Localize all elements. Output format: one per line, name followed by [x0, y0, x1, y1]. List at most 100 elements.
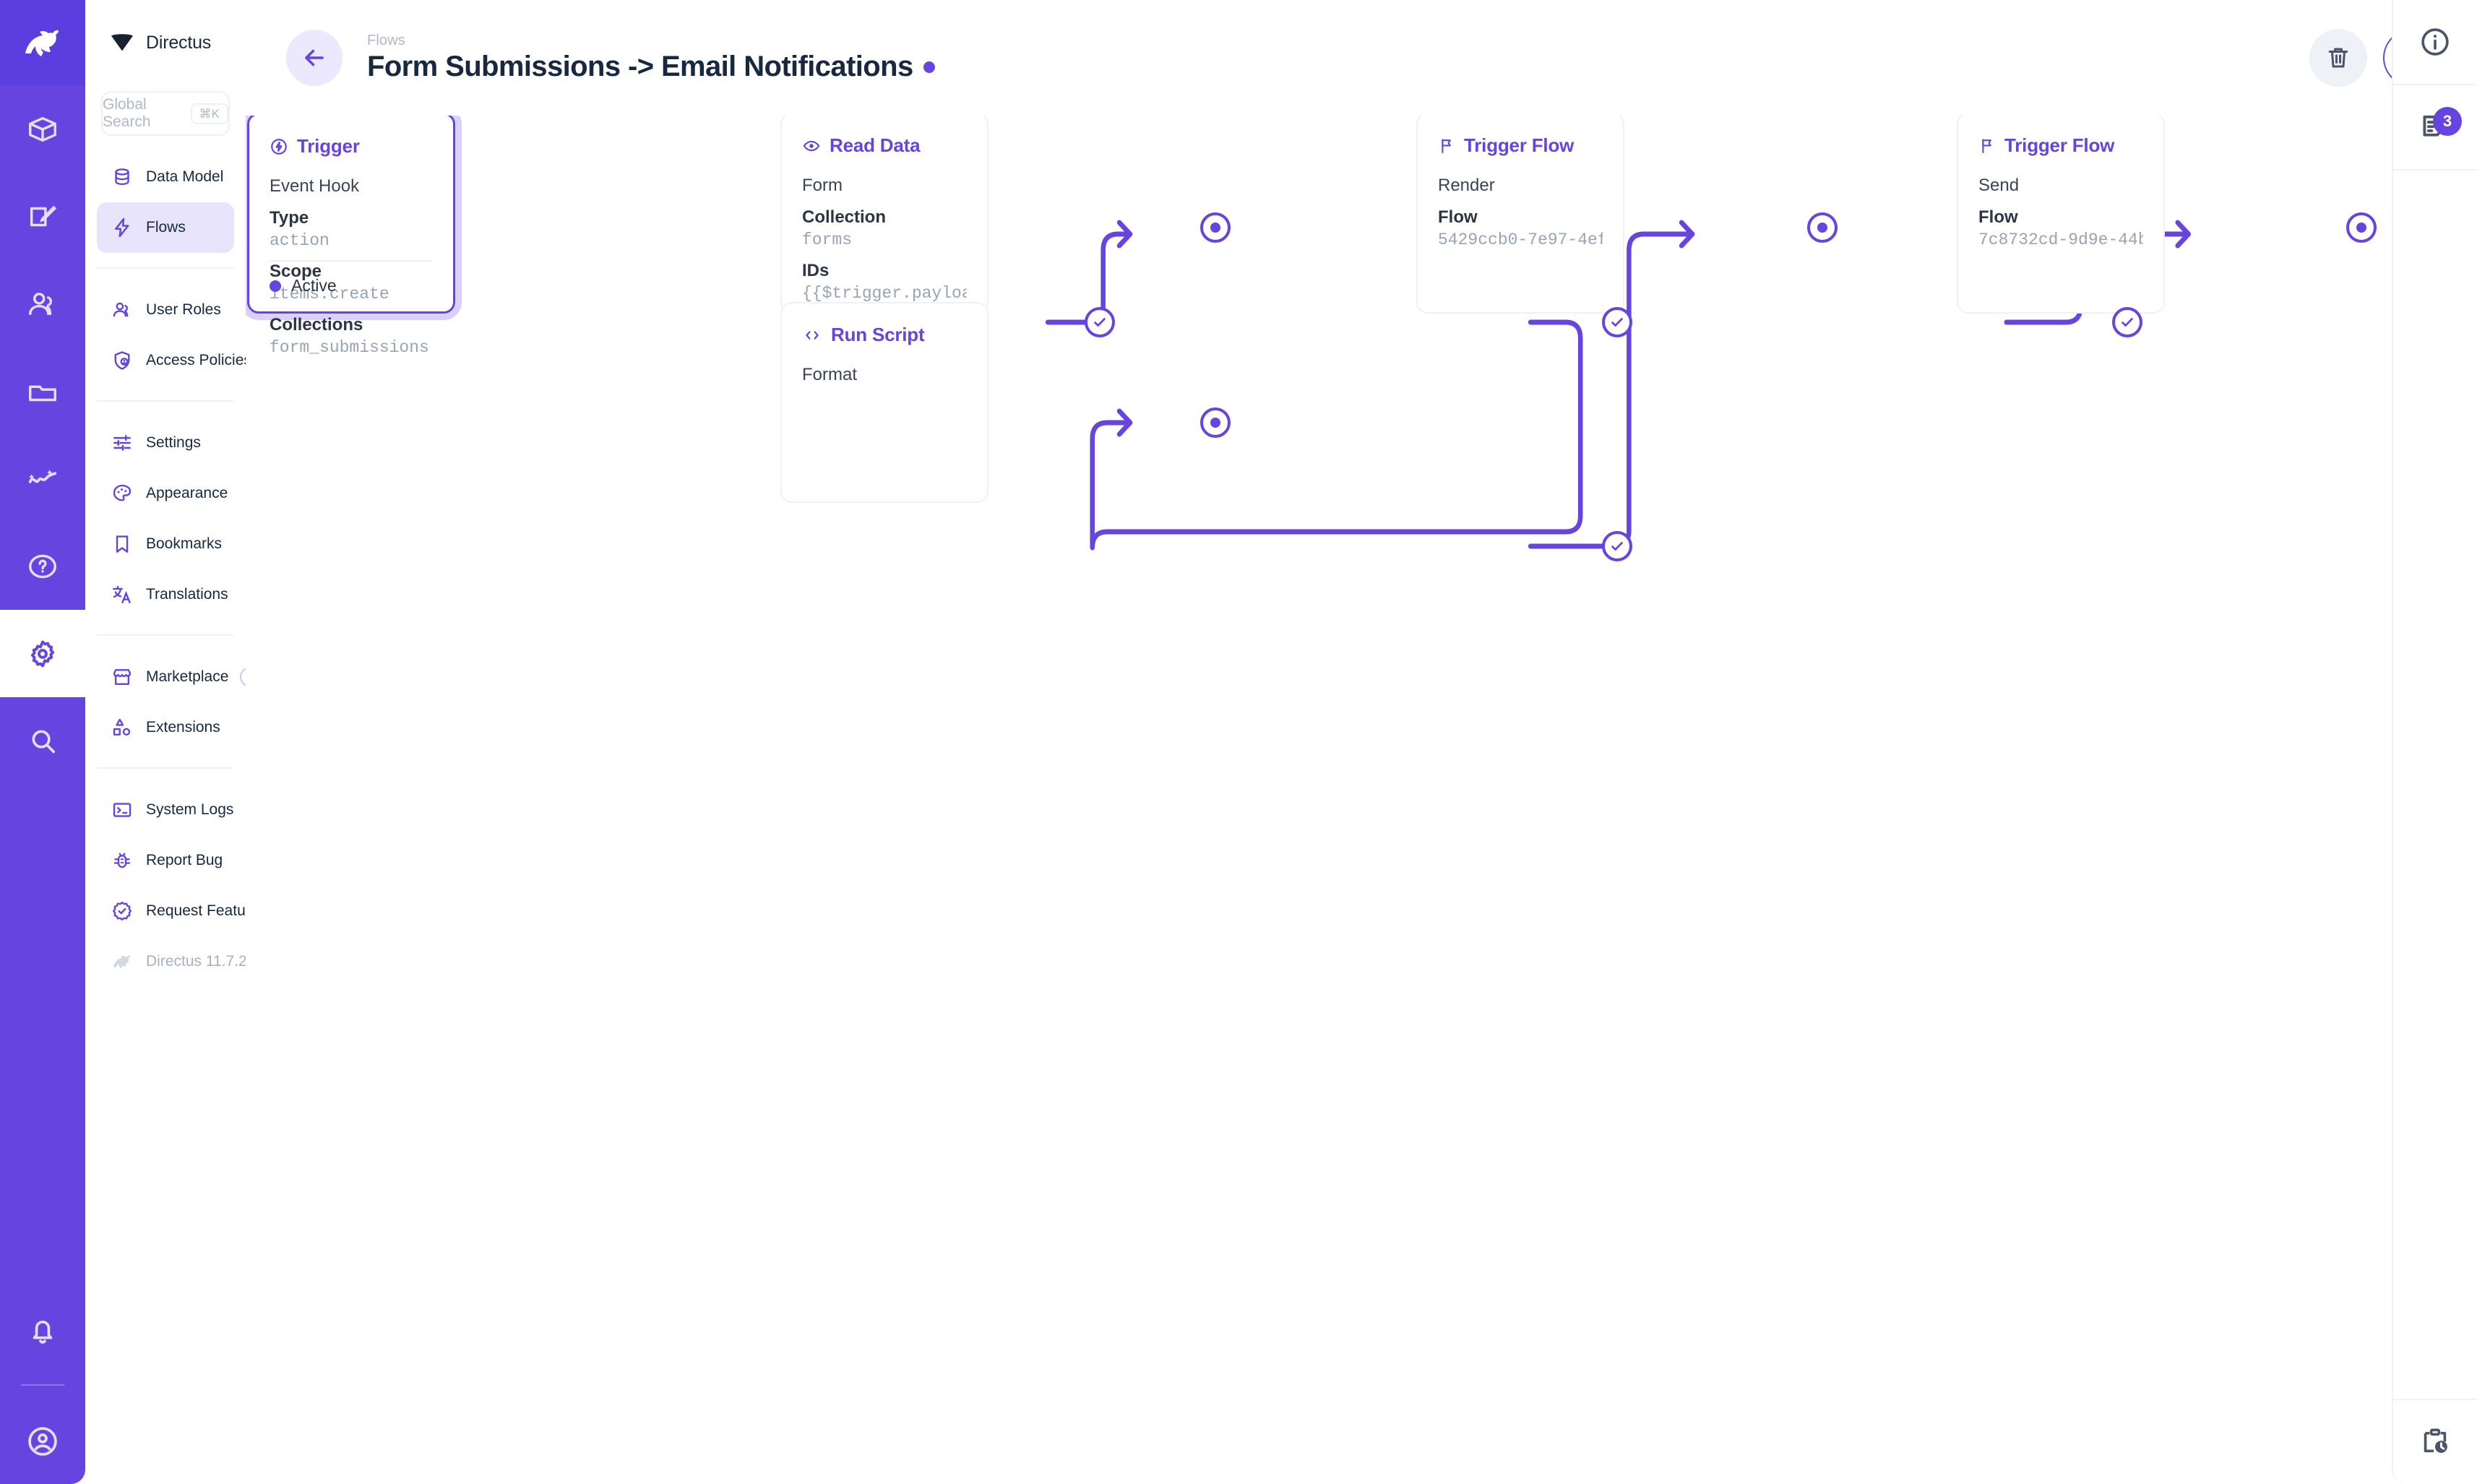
- active-status-label: Active: [291, 276, 337, 295]
- sidebar-item-report-bug[interactable]: Report Bug: [97, 835, 234, 886]
- nav-divider: [97, 267, 234, 269]
- info-panel-button[interactable]: [2392, 0, 2477, 85]
- title-block: Flows Form Submissions -> Email Notifica…: [367, 33, 935, 83]
- sidebar-item-data-model[interactable]: Data Model: [97, 152, 234, 202]
- nav-divider: [97, 767, 234, 769]
- rail-item-docs[interactable]: [0, 522, 85, 610]
- sidebar-item-marketplace[interactable]: Marketplace Beta: [97, 652, 285, 702]
- port-trigger-resolve[interactable]: [1085, 307, 1115, 337]
- rail-item-search[interactable]: [0, 697, 85, 785]
- sidebar-item-request-feature[interactable]: Request Feature: [97, 886, 259, 936]
- rabbit-logo-icon: [25, 30, 59, 56]
- search-shortcut-kbd: ⌘K: [190, 103, 228, 124]
- sidebar-item-label: Bookmarks: [146, 535, 223, 552]
- node-type-header: Read Data: [802, 134, 967, 157]
- back-button[interactable]: [286, 30, 343, 86]
- trash-icon: [2328, 48, 2348, 68]
- global-search-wrap: Global Search ⌘K: [85, 85, 246, 136]
- nav-group-access: User Roles Access Policies: [85, 269, 251, 386]
- node-operation-label: Render: [1438, 176, 1495, 195]
- rosette-check-icon: [110, 899, 134, 923]
- nav-divider: [97, 634, 234, 636]
- sidebar-item-label: Report Bug: [146, 852, 223, 868]
- field-value: {{$trigger.payload.form}}: [802, 284, 967, 303]
- rail-item-users[interactable]: [0, 260, 85, 348]
- field-value: form_submissions: [270, 338, 429, 357]
- port-trigger-flow-render-input[interactable]: [1807, 212, 1838, 243]
- box-icon: [29, 116, 56, 142]
- sidebar-item-flows[interactable]: Flows: [97, 202, 234, 253]
- field-value: 5429ccb0-7e97-4ef5-9d65-2b…: [1438, 230, 1603, 249]
- sidebar-item-settings[interactable]: Settings: [97, 418, 234, 468]
- rail-item-account[interactable]: [0, 1399, 85, 1484]
- people-icon: [29, 292, 52, 315]
- sidebar-item-appearance[interactable]: Appearance: [97, 468, 234, 519]
- flow-node-run-script[interactable]: Run Script Format: [780, 302, 988, 503]
- field-key: Collection: [802, 207, 887, 227]
- revisions-button[interactable]: 3: [2392, 85, 2477, 171]
- status-badge: [923, 61, 935, 73]
- field-value: 7c8732cd-9d9e-44be: [1978, 230, 2143, 249]
- flow-node-trigger-flow-render[interactable]: Trigger Flow Render Flow 5429ccb0-7e97-4…: [1416, 116, 1624, 314]
- rail-item-editor[interactable]: [0, 173, 85, 260]
- folder-icon: [29, 385, 56, 401]
- sliders-icon: [110, 431, 134, 455]
- sidebar-item-bookmarks[interactable]: Bookmarks: [97, 519, 234, 569]
- sidebar-item-translations[interactable]: Translations: [97, 569, 234, 620]
- port-trigger-flow-send-input[interactable]: [2346, 212, 2377, 243]
- eye-icon: [803, 140, 820, 151]
- sidebar-item-user-roles[interactable]: User Roles: [97, 285, 234, 335]
- rail-item-insights[interactable]: [0, 435, 85, 522]
- sidebar-item-label: Request Feature: [146, 902, 259, 919]
- port-trigger-flow-render-resolve[interactable]: [2112, 307, 2142, 337]
- delete-flow-button[interactable]: [2309, 29, 2367, 87]
- bug-icon: [110, 848, 134, 873]
- brand[interactable]: Directus: [85, 0, 246, 85]
- field-value: forms: [802, 230, 853, 249]
- node-operation-label: Format: [802, 365, 858, 384]
- sidebar-item-label: User Roles: [146, 301, 221, 318]
- port-run-script-input[interactable]: [1200, 407, 1231, 438]
- edit-square-icon: [30, 205, 57, 226]
- sidebar-item-label: Access Policies: [146, 352, 251, 368]
- check-icon: [1094, 318, 1106, 327]
- logs-button[interactable]: [2392, 1399, 2477, 1484]
- flow-node-trigger-flow-send[interactable]: Trigger Flow Send Flow 7c8732cd-9d9e-44b…: [1957, 116, 2165, 314]
- nav-group-support: System Logs Report Bug: [85, 769, 259, 987]
- rail-item-settings[interactable]: [0, 610, 85, 697]
- port-read-data-input[interactable]: [1200, 212, 1231, 243]
- node-operation-label: Event Hook: [270, 176, 360, 196]
- sidebar-item-label: Extensions: [146, 719, 220, 735]
- check-icon: [1611, 542, 1623, 551]
- sidebar-item-label: Translations: [146, 586, 228, 603]
- gear-icon: [30, 640, 55, 667]
- sidebar-item-label: Settings: [146, 434, 201, 451]
- directus-logo-rail[interactable]: [0, 0, 85, 85]
- node-type-label: Trigger Flow: [2004, 134, 2115, 156]
- check-icon: [2121, 318, 2133, 327]
- info-circle-icon: [2421, 28, 2449, 56]
- field-value: action: [270, 231, 329, 250]
- flow-node-trigger[interactable]: Trigger Event Hook Type action Scope ite…: [247, 116, 455, 357]
- question-circle-icon: [29, 554, 56, 578]
- terminal-icon: [110, 798, 134, 822]
- sidebar-item-access-policies[interactable]: Access Policies: [97, 335, 251, 386]
- sidebar-item-extensions[interactable]: Extensions: [97, 702, 234, 753]
- node-type-header: Run Script: [802, 324, 967, 346]
- sidebar-item-label: Data Model: [146, 168, 224, 185]
- flow-node-read-data[interactable]: Read Data Form Collection forms IDs {{$t…: [780, 116, 988, 314]
- port-run-script-resolve[interactable]: [1602, 531, 1632, 561]
- search-input[interactable]: Global Search ⌘K: [101, 91, 230, 136]
- node-operation-label: Form: [802, 176, 843, 195]
- sidebar-item-label: Appearance: [146, 485, 228, 501]
- code-brackets-icon: [806, 330, 819, 340]
- rail-item-files[interactable]: [0, 348, 85, 435]
- sidebar-item-system-logs[interactable]: System Logs: [97, 785, 234, 835]
- breadcrumb[interactable]: Flows: [367, 33, 405, 48]
- search-placeholder: Global Search: [103, 96, 151, 130]
- flow-canvas[interactable]: Trigger Event Hook Type action Scope ite…: [246, 116, 2477, 1484]
- rail-item-notifications[interactable]: [0, 1287, 85, 1374]
- rail-item-content[interactable]: [0, 85, 85, 173]
- port-read-data-resolve[interactable]: [1602, 307, 1632, 337]
